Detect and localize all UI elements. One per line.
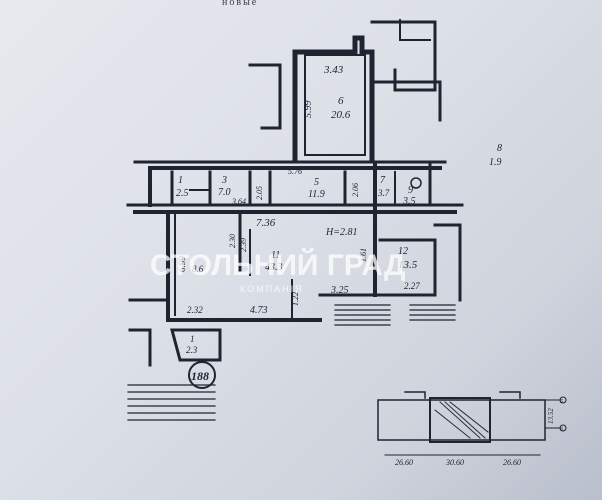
- wall: [370, 80, 442, 122]
- wall: [433, 223, 462, 302]
- wall: [304, 54, 366, 156]
- wall: [128, 328, 152, 367]
- room-1b-number: 1: [190, 334, 195, 344]
- room-11-number: 11: [271, 250, 280, 261]
- room-8-area: 1.9: [489, 157, 502, 168]
- room-5-number: 5: [314, 177, 319, 188]
- room-11-dim-h: 1.61: [359, 248, 368, 262]
- room-7-number: 7: [380, 175, 386, 186]
- wall: [399, 19, 431, 41]
- room-6-dim-side: 5.99: [303, 101, 314, 119]
- inset-axis-6: 6: [560, 427, 563, 433]
- toilet-fixture: [410, 177, 422, 189]
- room-11-area: 43.3: [265, 262, 283, 273]
- plan-number-circle: [188, 361, 216, 389]
- room-6-number: 6: [338, 95, 344, 107]
- plan-number: 188: [191, 369, 209, 383]
- room-6-dim-top: 3.43: [323, 64, 344, 76]
- room-11-dim-b: 2.39: [239, 238, 248, 252]
- room-11-dim-top: 7.36: [256, 217, 276, 229]
- room-9-number: 9: [408, 185, 413, 196]
- room-12-area: 13.5: [398, 259, 418, 271]
- inset-dim-1: 26.60: [395, 458, 413, 467]
- room-3-dim: 3.64: [231, 197, 246, 206]
- header-fragment: новые: [222, 0, 259, 8]
- room-11-dim-e: 4.73: [250, 305, 268, 316]
- inset-axis-5: 5: [560, 399, 563, 405]
- room-12-dim: 2.27: [404, 281, 420, 291]
- room-11-dim-g: 3.25: [330, 285, 349, 296]
- ceiling-height: H=2.81: [325, 227, 357, 238]
- room-9-area: 3.5: [402, 196, 416, 207]
- room-4-dim: 2.05: [255, 186, 264, 200]
- room-11-dim-a: 2.30: [228, 234, 237, 248]
- inset-dim-4: 13.52: [547, 408, 555, 424]
- wall: [248, 63, 282, 130]
- inset-dim-2: 30.60: [445, 458, 464, 467]
- room-11-dim-f: 1.22: [291, 292, 300, 306]
- inset-plan: [377, 391, 561, 456]
- room-1a-number: 1: [178, 175, 183, 186]
- room-8-number: 8: [497, 143, 502, 154]
- inset-dim-3: 26.60: [503, 458, 521, 467]
- room-5-dim-side: 2.06: [351, 183, 360, 197]
- room-5-dim-top: 5.76: [288, 167, 302, 176]
- room-3-number: 3: [221, 175, 227, 186]
- wall: [170, 328, 222, 362]
- wall: [292, 35, 375, 163]
- wall: [166, 210, 322, 322]
- room-11-partial: 8.6: [192, 264, 204, 274]
- room-3-area: 7.0: [218, 187, 231, 198]
- wall: [378, 238, 437, 297]
- inset-hatch: [434, 401, 489, 439]
- room-11-dim-c: 6.99: [177, 256, 187, 272]
- watermark-sub: КОМПАНІЯ: [240, 284, 304, 294]
- room-11-dim-d: 2.32: [187, 305, 203, 315]
- room-1b-area: 2.3: [186, 345, 198, 355]
- stairs-lower: [127, 304, 456, 421]
- room-12-number: 12: [398, 246, 408, 257]
- room-1a-area: 2.5: [176, 188, 189, 199]
- watermark-main: СТОЛЬНИЙ ГРАД: [150, 248, 405, 282]
- room-6-area: 20.6: [331, 109, 351, 121]
- room-7-dim: 3.7: [377, 188, 390, 198]
- room-5-area: 11.9: [308, 189, 325, 200]
